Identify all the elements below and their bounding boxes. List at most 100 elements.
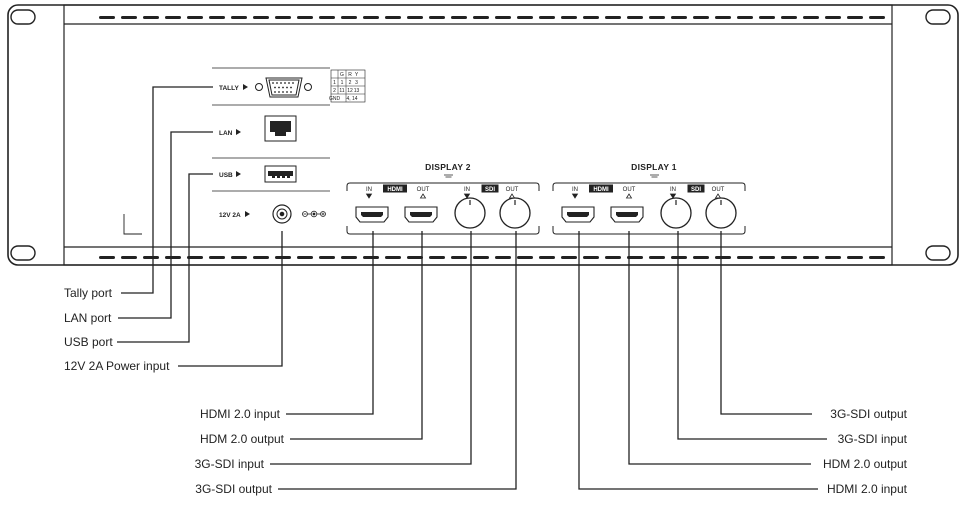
vent-slot (363, 256, 379, 259)
vent-slot (231, 16, 247, 19)
vent-slot (561, 256, 577, 259)
vent-slot (781, 256, 797, 259)
db15-connector-icon (255, 77, 312, 98)
vent-slot (231, 256, 247, 259)
dc-power-jack-icon (272, 204, 292, 224)
bnc-port-icon (454, 197, 486, 229)
vent-slot (583, 256, 599, 259)
vent-slot (605, 256, 621, 259)
output-arrow-icon (508, 193, 516, 199)
usb-panel-label: USB (219, 172, 233, 179)
callout-labels: Tally port LAN port USB port 12V 2A Powe… (64, 286, 908, 496)
tally-table-cell: 11 (339, 88, 344, 94)
io-label: IN (464, 187, 470, 193)
display-frame-bottom (552, 226, 746, 235)
group-tag-label: SDI (485, 187, 495, 193)
display-frame-top (552, 182, 746, 191)
io-label: IN (572, 187, 578, 193)
tally-table-cell: 2 (349, 80, 352, 86)
polarity-icon (302, 210, 326, 218)
display-title: DISPLAY 1 (631, 162, 677, 172)
tally-table-cell: 1 (333, 80, 336, 86)
io-label: IN (670, 187, 676, 193)
callout-lan-port: LAN port (64, 311, 112, 325)
hdmi-port-icon (610, 206, 644, 223)
vent-slot (121, 16, 137, 19)
callout-d1-hdmi-input: HDMI 2.0 input (827, 482, 908, 496)
vent-slot (671, 256, 687, 259)
vent-slot (451, 256, 467, 259)
ground-icon (650, 174, 659, 178)
vent-slot (627, 256, 643, 259)
vent-slot (671, 16, 687, 19)
callout-tally-port: Tally port (64, 286, 113, 300)
power-panel-label: 12V 2A (219, 212, 241, 219)
vent-slot (297, 256, 313, 259)
corner-mark (123, 214, 142, 235)
vent-slot (473, 16, 489, 19)
mount-hole-top-right (925, 9, 951, 25)
vent-slot (341, 256, 357, 259)
callout-power-input: 12V 2A Power input (64, 359, 170, 373)
vent-slot (759, 16, 775, 19)
callout-d1-sdi-input: 3G-SDI input (838, 432, 908, 446)
ground-icon (444, 174, 453, 178)
vent-slot (99, 16, 115, 19)
io-label: OUT (623, 187, 636, 193)
vent-slot (341, 16, 357, 19)
vent-row-bottom (99, 256, 885, 259)
vent-slot (209, 256, 225, 259)
vent-slot (517, 16, 533, 19)
callout-d1-hdmi-output: HDM 2.0 output (823, 457, 908, 471)
vent-slot (561, 16, 577, 19)
hdmi-port-pins (616, 212, 638, 217)
tally-table-cell: 4, 14 (346, 96, 357, 102)
group-tag-bg (687, 184, 705, 193)
tally-arrow-icon (243, 84, 248, 90)
input-arrow-icon (365, 193, 373, 199)
tally-table-cell: 1 (341, 80, 344, 86)
leader-lines (117, 86, 827, 490)
input-arrow-icon (571, 193, 579, 199)
rack-mount-holes (10, 9, 951, 261)
callout-d1-sdi-output: 3G-SDI output (830, 407, 907, 421)
output-arrow-icon (419, 193, 427, 199)
display-frame-bottom (346, 226, 540, 235)
mount-hole-bottom-right (925, 245, 951, 261)
vent-slot (495, 256, 511, 259)
io-label: OUT (712, 187, 725, 193)
vent-slot (737, 16, 753, 19)
vent-slot (715, 16, 731, 19)
bnc-port-icon (660, 197, 692, 229)
vent-slot (407, 16, 423, 19)
vent-slot (847, 16, 863, 19)
vent-slot (319, 256, 335, 259)
mount-hole-top-left (10, 9, 36, 25)
vent-slot (143, 256, 159, 259)
vent-slot (385, 16, 401, 19)
hdmi-port-icon (404, 206, 438, 223)
vent-slot (253, 256, 269, 259)
rack-chassis (7, 4, 959, 266)
callout-d2-sdi-output: 3G-SDI output (195, 482, 272, 496)
vent-slot (649, 256, 665, 259)
usb-arrow-icon (236, 171, 241, 177)
output-arrow-icon (625, 193, 633, 199)
power-arrow-icon (245, 211, 250, 217)
hdmi-port-pins (361, 212, 383, 217)
vent-slot (539, 16, 555, 19)
vent-slot (715, 256, 731, 259)
callout-d2-hdmi-input: HDMI 2.0 input (200, 407, 281, 421)
vent-slot (825, 16, 841, 19)
vent-slot (693, 256, 709, 259)
vent-slot (517, 256, 533, 259)
io-label: OUT (417, 187, 430, 193)
vent-slot (693, 16, 709, 19)
vent-row-top (99, 16, 885, 19)
vent-slot (759, 256, 775, 259)
vent-slot (781, 16, 797, 19)
lan-panel-label: LAN (219, 130, 233, 137)
